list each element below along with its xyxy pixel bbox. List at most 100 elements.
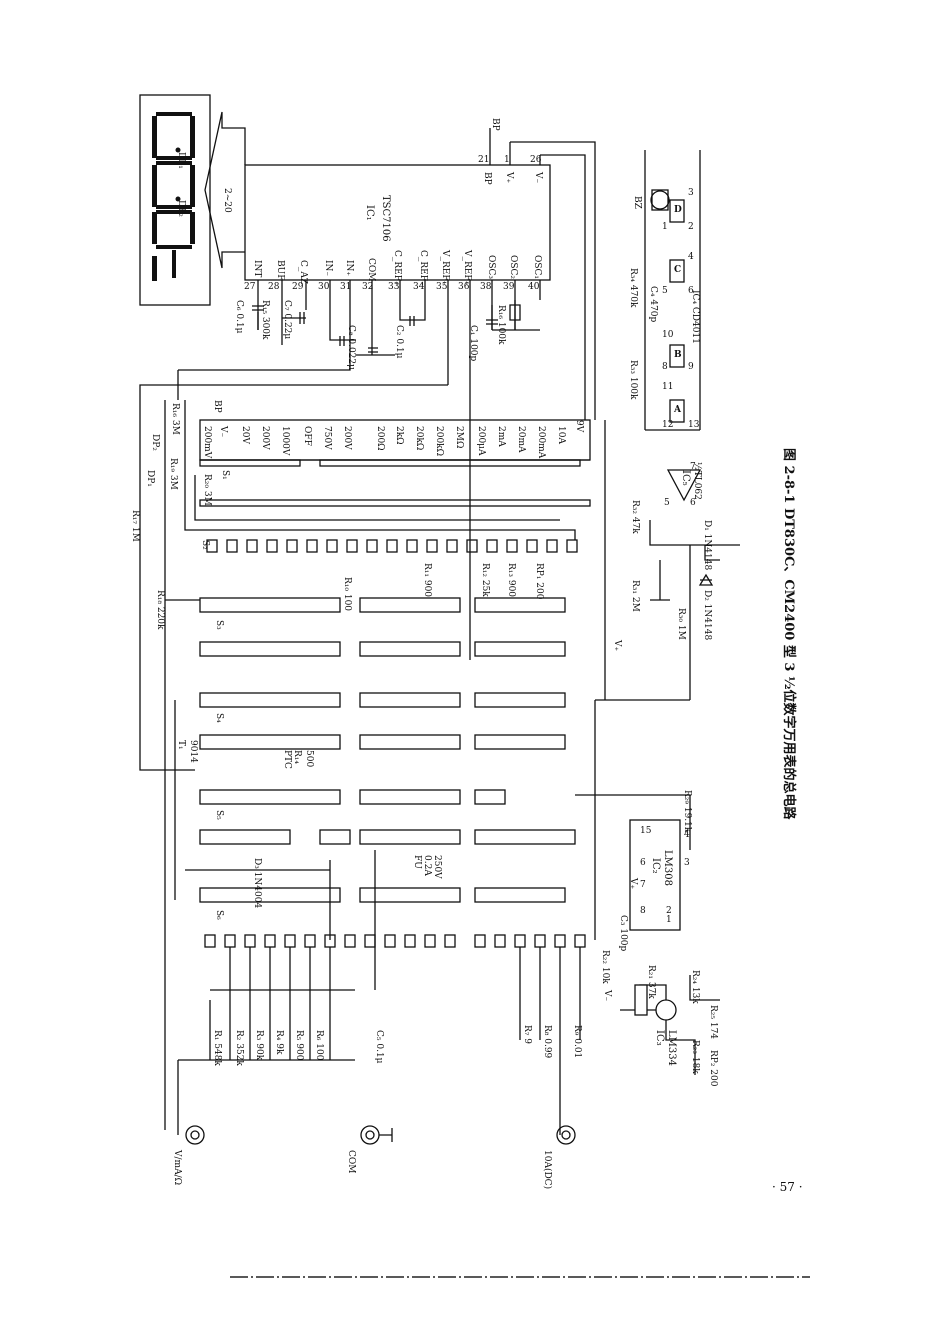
display-bus-arrow [204, 111, 246, 269]
r3-label: R₃ 90k [254, 1030, 264, 1061]
switch-s6: S₆ [214, 910, 224, 920]
pin-in-minus: IN₋ [323, 260, 333, 277]
d3-label: D₃ 1N4004 [252, 858, 262, 909]
range-20ma: 20mA [516, 426, 526, 453]
r14-label: R₁₄ [292, 750, 302, 764]
ic5-triangle [666, 469, 702, 502]
ic5-pin6: 6 [690, 498, 696, 508]
range-10a: 10A [556, 426, 566, 444]
display-arrow-label: 2~20 [222, 188, 232, 213]
range-2ma: 2mA [496, 426, 506, 447]
ic1-name: IC₁ [364, 205, 375, 221]
range-200ma: 200mA [536, 426, 546, 459]
r13-label: R₁₃ 900 [506, 563, 516, 598]
pin35-num: 35 [436, 282, 448, 292]
range-200ua: 200μA [476, 426, 486, 456]
range-off: OFF [302, 426, 312, 446]
bp-switch-label: BP [212, 400, 222, 413]
switch-slide-bars [199, 459, 591, 903]
fuse-voltage: 250V [432, 855, 442, 879]
c3-label: C₃ 100p [618, 915, 628, 952]
gate-pin-1: 1 [662, 222, 668, 232]
ic5-pin7: 7 [690, 462, 696, 472]
pin39-num: 39 [503, 282, 515, 292]
pin-osc3: OSC₃ [486, 255, 496, 280]
range-200mv: 200mV [202, 426, 212, 459]
ic2-vplus: V₊ [628, 878, 638, 890]
r1-label: R₁ 548k [212, 1030, 222, 1066]
pin32-num: 32 [362, 282, 374, 292]
t1-label: T₁ [176, 740, 186, 750]
t1-part: 9014 [188, 740, 198, 763]
pin1-num: 1 [504, 155, 510, 165]
pin-vref-plus: V_REF₊ [462, 250, 472, 286]
dp1-label: DP₁ [176, 152, 186, 169]
d2-label: D₂ 1N4148 [702, 590, 712, 641]
range-1000v: 1000V [280, 426, 290, 456]
r24-label: R₂₄ 13k [690, 970, 700, 1004]
ic3-body [655, 999, 677, 1021]
gate-a: A [674, 405, 681, 415]
pin-cref-plus: C_REF₊ [392, 250, 402, 286]
c2-label: C₂ 0.1μ [394, 325, 404, 359]
ic5-name: IC₅ [680, 470, 691, 486]
ic2-pin15: 15 [640, 826, 652, 836]
ic1-body [244, 164, 551, 281]
pin-cref-minus: C_REF₋ [418, 250, 428, 286]
range-2kohm: 2kΩ [394, 426, 404, 445]
gate-pin-2: 2 [688, 222, 694, 232]
gate-pin-3: 3 [688, 188, 694, 198]
ic2-pin8: 8 [640, 906, 646, 916]
pin-bp: BP [482, 172, 492, 185]
figure-caption: 图 2-8-1 DT830C、CM2400 型 3 ½位数字万用表的总电路 [781, 448, 796, 820]
r4-label: R₄ 9k [274, 1030, 284, 1055]
range-2mohm: 2MΩ [454, 426, 464, 449]
r19-label: R₁₉ 3M [168, 458, 178, 490]
r10-label: R₁₀ 100 [342, 577, 352, 612]
ic1-caps [252, 300, 540, 356]
r22-label: R₂₂ 10k [600, 950, 610, 984]
ic2-pin2: 2 [666, 906, 672, 916]
gate-pin-12: 12 [662, 420, 674, 430]
r31-label: R₃₁ 2M [630, 580, 640, 612]
gate-d: D [674, 205, 682, 215]
ic3-name: IC₃ [654, 1030, 665, 1046]
ic5-pin5: 5 [664, 498, 670, 508]
pin34-num: 34 [413, 282, 425, 292]
c8-label: C₈ 0.022μ [346, 325, 356, 370]
r33-label: R₃₃ 100k [628, 360, 638, 400]
gate-c: C [674, 265, 682, 275]
r15-label: R₁₅ 300k [260, 300, 270, 340]
terminal-com: COM [346, 1150, 356, 1174]
r20-label: R₂₀ 3M [202, 474, 212, 506]
pin29-num: 29 [292, 282, 304, 292]
pin28-num: 28 [268, 282, 280, 292]
ic2-name: IC₂ [650, 858, 661, 874]
switch-s1: S₁ [220, 470, 230, 480]
switch-contacts-bottom [204, 934, 586, 948]
r12-label: R₁₂ 25k [480, 563, 490, 597]
r16b-label: R₁₆ 3M [170, 403, 180, 435]
c5-label: C₅ 0.1μ [374, 1030, 384, 1064]
rp2-label: RP₂ 200 [708, 1050, 718, 1087]
c1-label: C₁ 100p [468, 325, 478, 362]
gate-pin-4: 4 [688, 252, 694, 262]
range-200ohm: 200Ω [375, 426, 385, 451]
r14-value: 500 [304, 750, 314, 768]
ic2-body [629, 819, 681, 931]
pin-osc1: OSC₁ [532, 255, 542, 280]
r18-label: R₁₈ 220k [155, 590, 165, 630]
r29-label: R₂₉ 19.1k [682, 790, 692, 833]
rp1-label: RP₁ 200 [534, 563, 544, 600]
bp-output-label: BP [490, 118, 500, 131]
ic4-label: IC₄ CD4011 [690, 290, 700, 344]
r11-label: R₁₁ 900 [422, 563, 432, 598]
ic1-pins [257, 128, 541, 660]
battery-label: 9V [574, 420, 584, 433]
gate-pin-6: 6 [688, 286, 694, 296]
r6-label: R₆ 100 [314, 1030, 324, 1061]
pin-in-plus: IN₊ [344, 260, 354, 277]
pin-vref-minus: V_REF₋ [440, 250, 450, 286]
c7-label: C₇ 0.22μ [282, 300, 292, 340]
pin-com: COM [366, 258, 376, 282]
